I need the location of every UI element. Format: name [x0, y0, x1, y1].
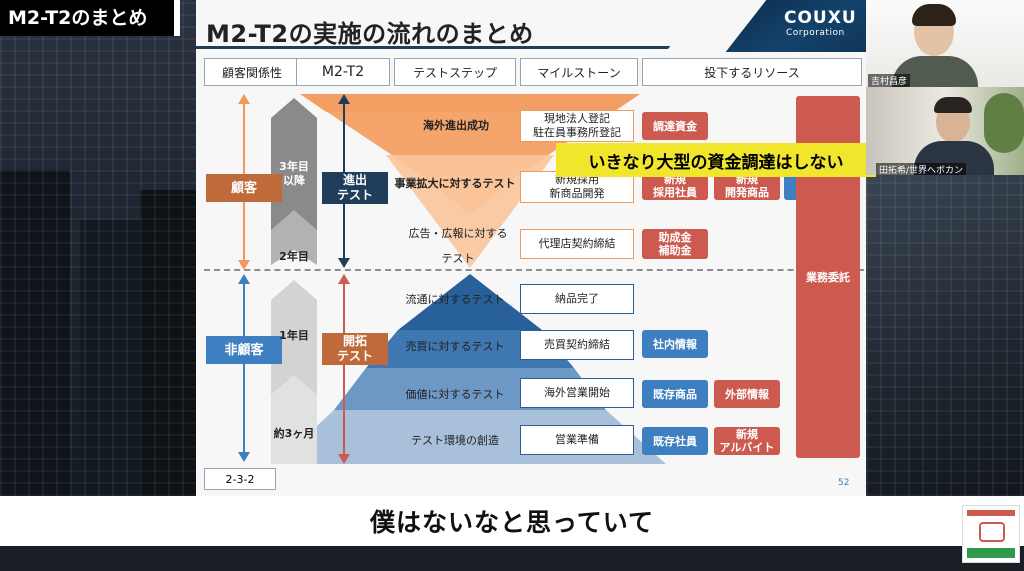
slide-page-number: 52 [838, 478, 850, 488]
test-overseas-success: 海外進出成功 [423, 119, 489, 132]
highlight-caption: いきなり大型の資金調達はしない [556, 143, 876, 177]
webcam-presenter-1: 吉村昌彦 [866, 0, 1024, 87]
test-sales: 売買に対するテスト [405, 340, 505, 353]
resource-existing-staff: 既存社員 [642, 427, 708, 455]
milestone-agency-contract: 代理店契約締結 [520, 229, 634, 259]
label-non-customer: 非顧客 [206, 336, 282, 364]
test-distribution: 流通に対するテスト [405, 293, 505, 306]
pyramid-band-1 [398, 274, 542, 330]
resource-funding: 調達資金 [642, 112, 708, 140]
milestone-preparation: 営業準備 [520, 425, 634, 455]
header-relationship: 顧客関係性 [204, 58, 300, 86]
company-logo-sub: Corporation [786, 28, 845, 38]
test-business-expansion: 事業拡大に対するテスト [394, 177, 516, 190]
company-logo: COUXU [784, 8, 857, 28]
period-1st-year: 1年目 [279, 329, 309, 342]
title-underline [196, 46, 736, 49]
milestone-delivery: 納品完了 [520, 284, 634, 314]
resource-internal-info: 社内情報 [642, 330, 708, 358]
label-customer: 顧客 [206, 174, 282, 202]
phase-advance-test: 進出 テスト [322, 172, 388, 204]
subtitle-text: 僕はないなと思っていて [369, 508, 654, 537]
slide-title: M2-T2の実施の流れのまとめ [206, 20, 534, 48]
cam-name-2: 田拓希/世界へボカン [876, 163, 967, 175]
resource-subsidy: 助成金 補助金 [642, 229, 708, 259]
phase-develop-test: 開拓 テスト [322, 333, 388, 365]
resource-external-info: 外部情報 [714, 380, 780, 408]
background-cityscape-right [866, 175, 1024, 496]
person-hair [934, 97, 972, 113]
header-milestone: マイルストーン [520, 58, 638, 86]
webcam-presenter-2: 田拓希/世界へボカン [866, 87, 1024, 175]
subtitle-bar: 僕はないなと思っていて [0, 496, 1024, 546]
test-value: 価値に対するテスト [405, 388, 505, 401]
header-test-step: テストステップ [394, 58, 516, 86]
milestone-sales-contract: 売買契約締結 [520, 330, 634, 360]
logo-band [665, 0, 866, 52]
milestone-registration: 現地法人登記 駐在員事務所登記 [520, 110, 634, 142]
period-3rd-year: 3年目 以降 [279, 160, 309, 187]
funnel-tip [386, 155, 554, 268]
header-m2t2: M2-T2 [296, 58, 390, 86]
background-strip [0, 546, 1024, 571]
presentation-slide: M2-T2の実施の流れのまとめ COUXU Corporation 顧客関係性 … [196, 0, 866, 496]
plant [984, 93, 1024, 153]
test-environment: テスト環境の創造 [411, 434, 499, 447]
cam-name-1: 吉村昌彦 [868, 74, 911, 87]
header-resources: 投下するリソース [642, 58, 862, 86]
chat-icon [979, 522, 1005, 542]
corner-title: M2-T2のまとめ [0, 0, 180, 36]
person-hair [912, 4, 956, 26]
promo-badge[interactable] [962, 505, 1020, 563]
period-3-months: 約3ヶ月 [273, 427, 315, 440]
background-cityscape-left [0, 0, 196, 496]
period-2nd-year: 2年目 [279, 250, 309, 263]
chevron-3-months [271, 375, 317, 464]
milestone-sales-start: 海外営業開始 [520, 378, 634, 408]
customer-divider-line [204, 269, 864, 271]
slide-section-number: 2-3-2 [204, 468, 276, 490]
test-advertising: 広告・広報に対する テスト [408, 227, 508, 265]
resource-existing-products: 既存商品 [642, 380, 708, 408]
chevron-1st-year [271, 280, 317, 395]
resource-new-parttime: 新規 アルバイト [714, 427, 780, 455]
